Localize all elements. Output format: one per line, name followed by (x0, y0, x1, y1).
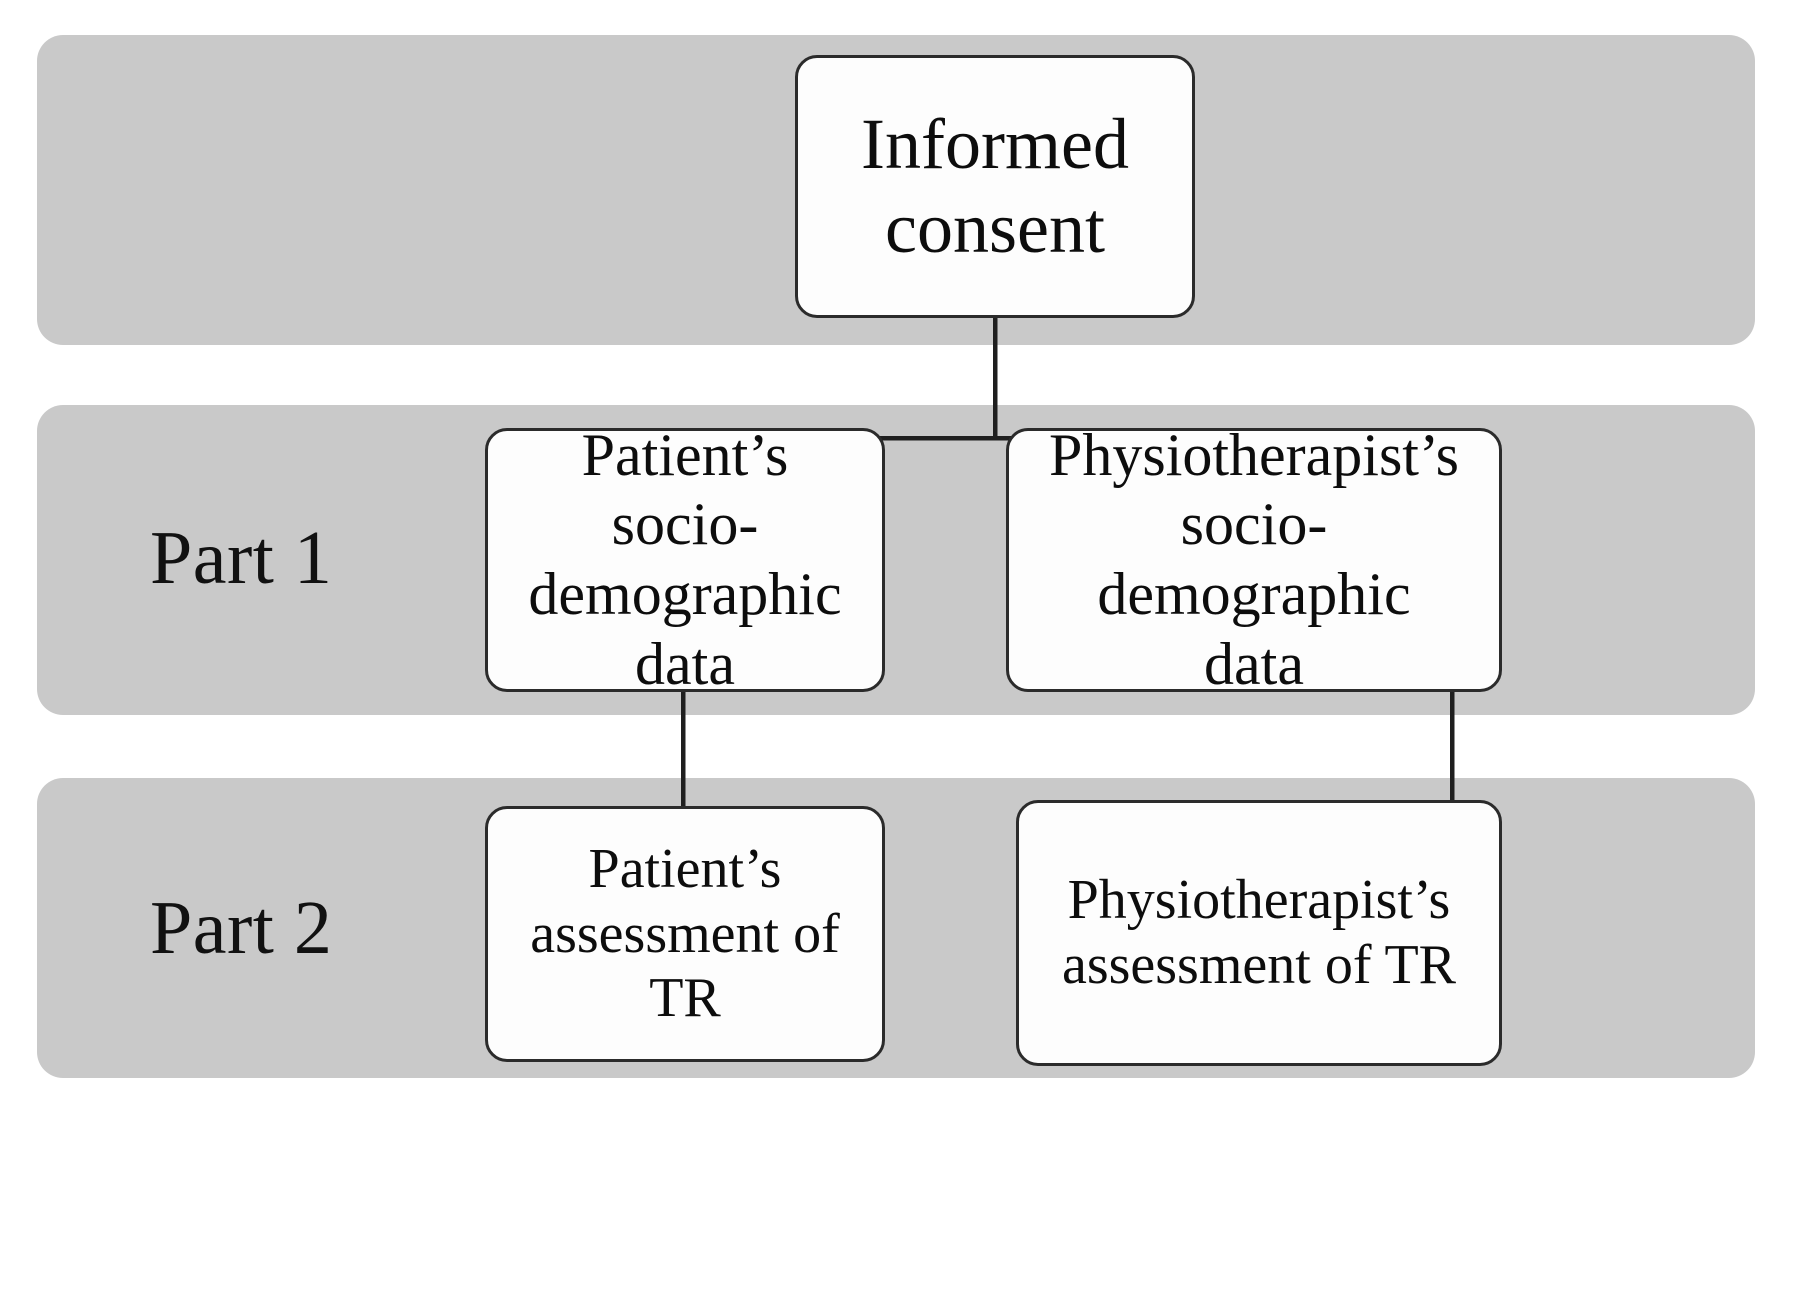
node-patient-assessment-of-tr[interactable]: Patient’s assessment of TR (485, 806, 885, 1062)
node-physiotherapist-assessment-of-tr[interactable]: Physiotherapist’s assessment of TR (1016, 800, 1502, 1066)
node-patient-socio-demographic-data[interactable]: Patient’s socio- demographic data (485, 422, 885, 697)
node-physiotherapist-socio-demographic-data-label: Physiotherapist’s socio- demographic dat… (1048, 421, 1459, 697)
node-patient-socio-demographic-data-label: Patient’s socio- demographic data (528, 421, 842, 697)
node-patient-assessment-of-tr-label: Patient’s assessment of TR (530, 837, 840, 1030)
node-informed-consent[interactable]: Informed consent (795, 55, 1195, 318)
node-informed-consent-label: Informed consent (861, 103, 1129, 268)
part-1-label: Part 1 (150, 516, 333, 600)
part-2-label: Part 2 (150, 886, 333, 970)
node-physiotherapist-socio-demographic-data[interactable]: Physiotherapist’s socio- demographic dat… (1006, 422, 1502, 697)
node-physiotherapist-assessment-of-tr-label: Physiotherapist’s assessment of TR (1061, 869, 1457, 996)
